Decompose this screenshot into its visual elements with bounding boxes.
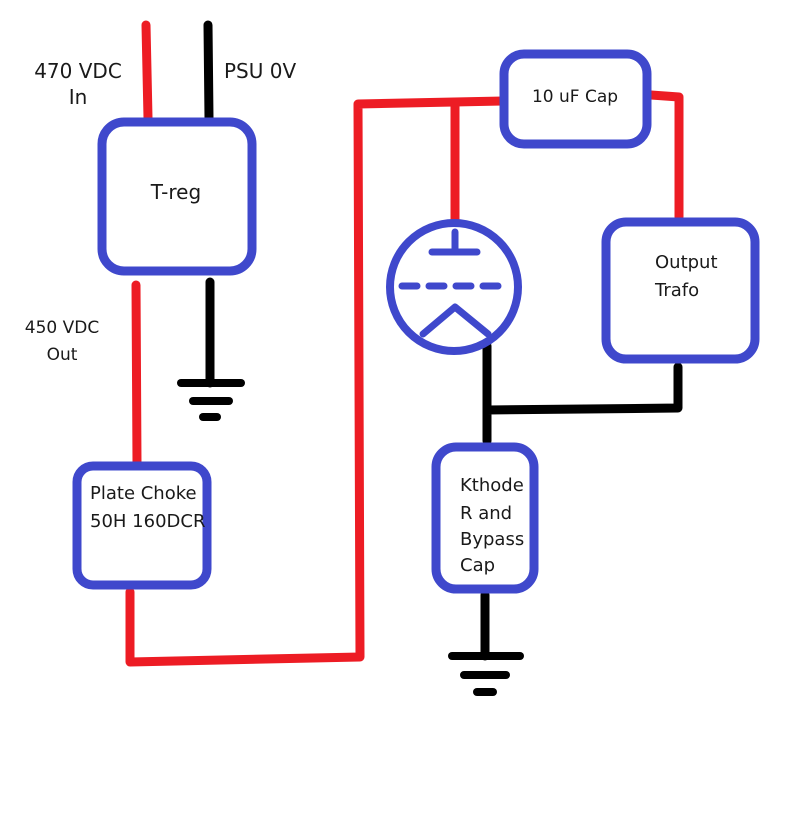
output-trafo-label-line2: Trafo <box>654 280 699 301</box>
treg-label: T-reg <box>150 180 201 204</box>
output-voltage-label: 450 VDC <box>25 318 99 338</box>
output-voltage-label-suffix: Out <box>47 345 78 365</box>
cathode-label-line3: Bypass <box>460 529 524 550</box>
input-voltage-label-suffix: In <box>69 85 88 109</box>
psu-zero-label: PSU 0V <box>224 59 296 83</box>
cathode-label: Kthode <box>460 475 524 496</box>
regulated-output-wire <box>131 280 142 468</box>
cathode-label-line4: Cap <box>460 555 495 576</box>
cathode-block <box>431 442 539 594</box>
ground-symbol-icon <box>448 652 524 696</box>
input-supply-wire <box>141 20 153 123</box>
coupling-cap-label: 10 uF Cap <box>532 87 618 107</box>
treg-block <box>97 117 257 276</box>
cathode-label-line2: R and <box>460 503 512 524</box>
triode-tube-icon <box>386 219 522 355</box>
cap-to-trafo-wire <box>646 90 684 222</box>
cathode-wire <box>482 341 683 446</box>
tube-cathode <box>419 303 492 338</box>
psu-zero-wire <box>203 20 214 123</box>
input-voltage-label: 470 VDC <box>34 59 122 83</box>
plate-choke-label: Plate Choke <box>90 483 197 504</box>
ground-wires <box>203 20 683 661</box>
coupling-cap-block <box>499 49 652 149</box>
choke-to-plate-bus-wire <box>125 96 508 667</box>
output-trafo-block <box>601 217 760 364</box>
ground-symbol-icon <box>177 379 245 421</box>
plate-choke-block <box>72 461 212 590</box>
plate-choke-spec: 50H 160DCR <box>90 511 205 532</box>
output-trafo-label: Output <box>655 252 718 273</box>
